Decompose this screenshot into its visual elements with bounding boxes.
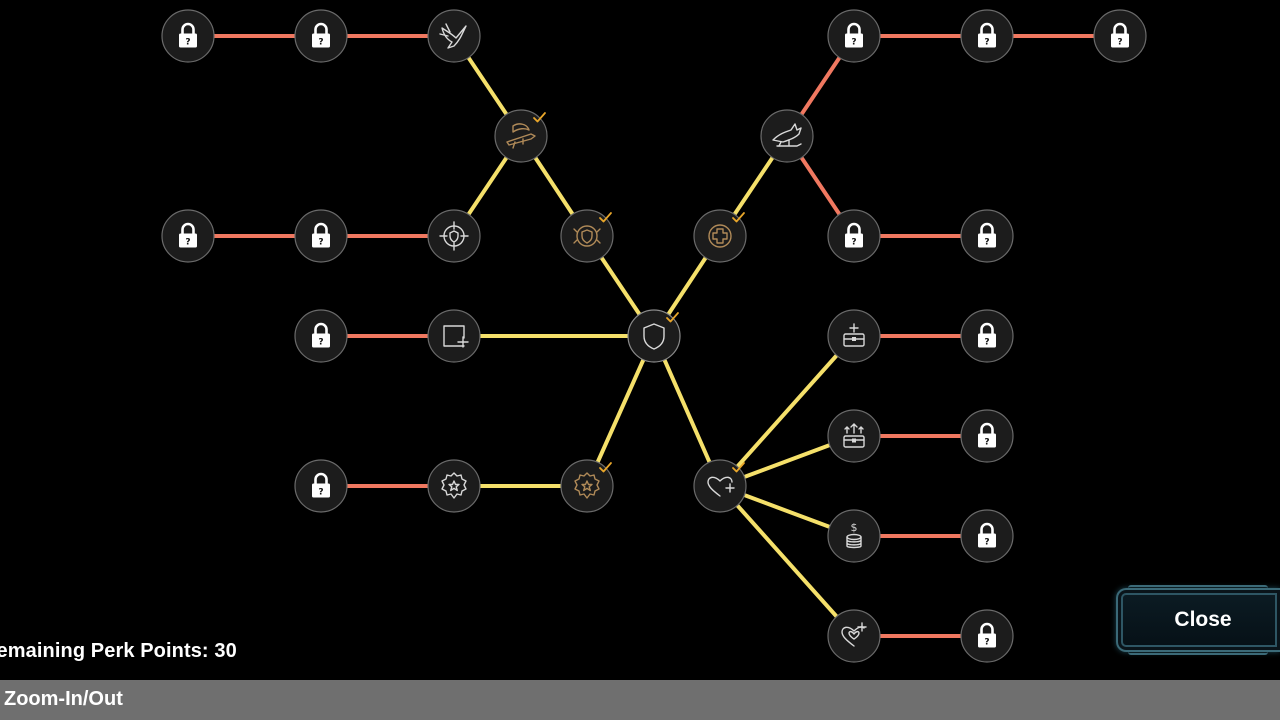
heart-plus-icon <box>707 476 735 497</box>
perk-node-lock-chest[interactable] <box>960 309 1014 363</box>
perk-node-lock-mr-2[interactable] <box>960 209 1014 263</box>
perk-node-lock-tr-3[interactable] <box>1093 9 1147 63</box>
perk-node-bird[interactable] <box>427 9 481 63</box>
zoom-hint: Zoom-In/Out <box>4 688 123 710</box>
bottom-hint-bar: Zoom-In/Out <box>0 680 1280 720</box>
svg-text:$: $ <box>851 521 858 534</box>
perk-node-gear[interactable] <box>427 459 481 513</box>
perk-node-lock-frame[interactable] <box>294 309 348 363</box>
perk-node-lock-tr-2[interactable] <box>960 9 1014 63</box>
perk-node-dragon[interactable] <box>760 109 814 163</box>
perk-node-lock-tl-1[interactable] <box>161 9 215 63</box>
frame-plus-icon <box>443 325 469 348</box>
close-button-label: Close <box>1174 608 1232 631</box>
remaining-perk-points: Remaining Perk Points: 30 <box>0 640 237 662</box>
chest-plus-icon <box>843 323 865 347</box>
chest-arrows-icon <box>843 423 865 448</box>
perk-node-lock-coins[interactable] <box>960 509 1014 563</box>
edge-root-gear <box>585 334 656 488</box>
shield-icon <box>643 323 665 350</box>
coins-icon: $ <box>846 521 862 549</box>
perk-node-target-shield[interactable] <box>427 209 481 263</box>
shield-badge-icon <box>573 225 601 247</box>
perk-node-frame-plus[interactable] <box>427 309 481 363</box>
medic-cross-icon <box>708 224 732 248</box>
dragon-icon <box>772 123 802 147</box>
perk-node-lock-ml-1[interactable] <box>161 209 215 263</box>
gear-star-icon <box>574 472 600 499</box>
bird-icon <box>439 23 467 49</box>
close-button[interactable]: Close <box>1116 585 1280 655</box>
perk-node-heart-plus[interactable] <box>827 609 881 663</box>
perk-node-heart-hub[interactable] <box>693 459 747 513</box>
perk-node-root-shield[interactable] <box>627 309 681 363</box>
perk-node-medic[interactable] <box>693 209 747 263</box>
perk-node-coins[interactable]: $ <box>827 509 881 563</box>
heart-plus-icon <box>841 622 867 647</box>
weapon-icon <box>506 123 536 149</box>
perk-node-chest-arrows[interactable] <box>827 409 881 463</box>
perk-node-lock-gear[interactable] <box>294 459 348 513</box>
perk-node-lock-ml-2[interactable] <box>294 209 348 263</box>
perk-node-shield-badge[interactable] <box>560 209 614 263</box>
perk-node-gear-owned[interactable] <box>560 459 614 513</box>
perk-node-lock-tr-1[interactable] <box>827 9 881 63</box>
perk-node-lock-mr-1[interactable] <box>827 209 881 263</box>
gear-star-icon <box>441 472 467 499</box>
perk-node-lock-tl-2[interactable] <box>294 9 348 63</box>
perk-node-weapon[interactable] <box>494 109 548 163</box>
perk-node-lock-heart[interactable] <box>960 609 1014 663</box>
edge-root-heart-hub <box>652 334 722 488</box>
target-shield-icon <box>439 221 469 251</box>
edge-hub-heart <box>718 484 856 638</box>
perk-node-lock-chest-up[interactable] <box>960 409 1014 463</box>
edge-hub-chest <box>718 334 856 488</box>
perk-node-chest-plus[interactable] <box>827 309 881 363</box>
